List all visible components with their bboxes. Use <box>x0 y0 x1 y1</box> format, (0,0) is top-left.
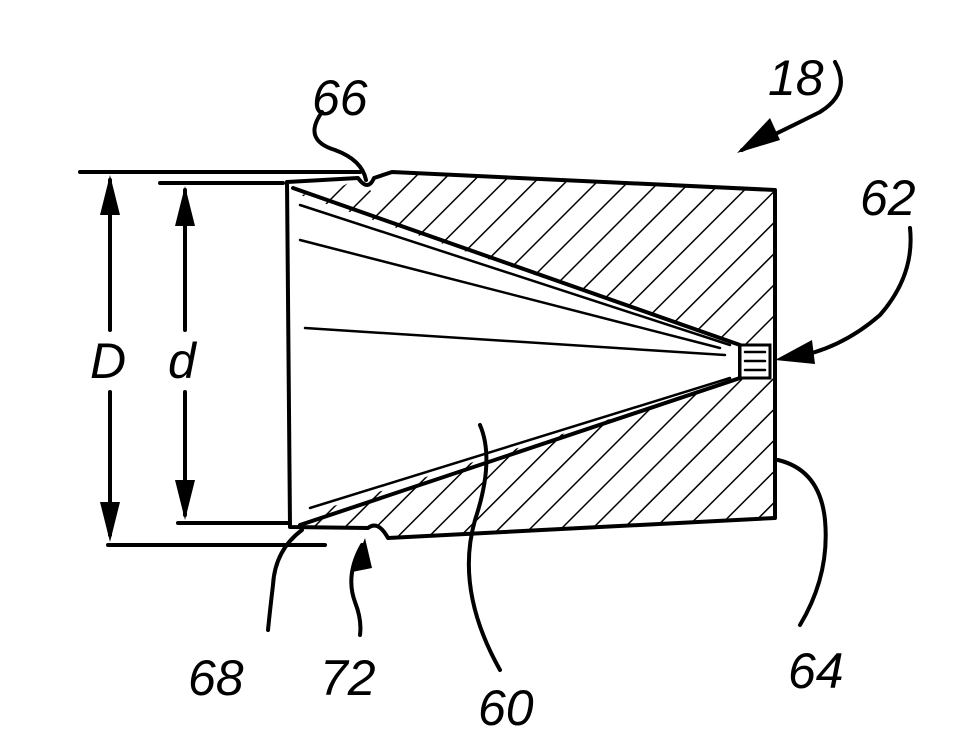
label-62: 62 <box>860 170 916 226</box>
label-18: 18 <box>768 50 824 106</box>
dim-inner-label: d <box>168 333 198 389</box>
dim-outer-label: D <box>90 333 126 389</box>
arrow-62 <box>775 340 815 364</box>
dim-d-inner-arrow-bottom <box>175 480 195 520</box>
label-66: 66 <box>312 70 368 126</box>
label-60: 60 <box>478 680 534 736</box>
label-68: 68 <box>188 650 244 706</box>
leader-62 <box>790 228 911 358</box>
dim-d-inner-arrow-top <box>175 186 195 226</box>
leader-64 <box>778 460 826 625</box>
dim-d-outer-arrow-bottom <box>100 502 120 542</box>
arrow-18 <box>737 118 780 153</box>
label-64: 64 <box>788 643 844 699</box>
body-hatch-lower <box>300 378 775 538</box>
dim-d-outer-arrow-top <box>100 175 120 215</box>
label-72: 72 <box>320 650 376 706</box>
